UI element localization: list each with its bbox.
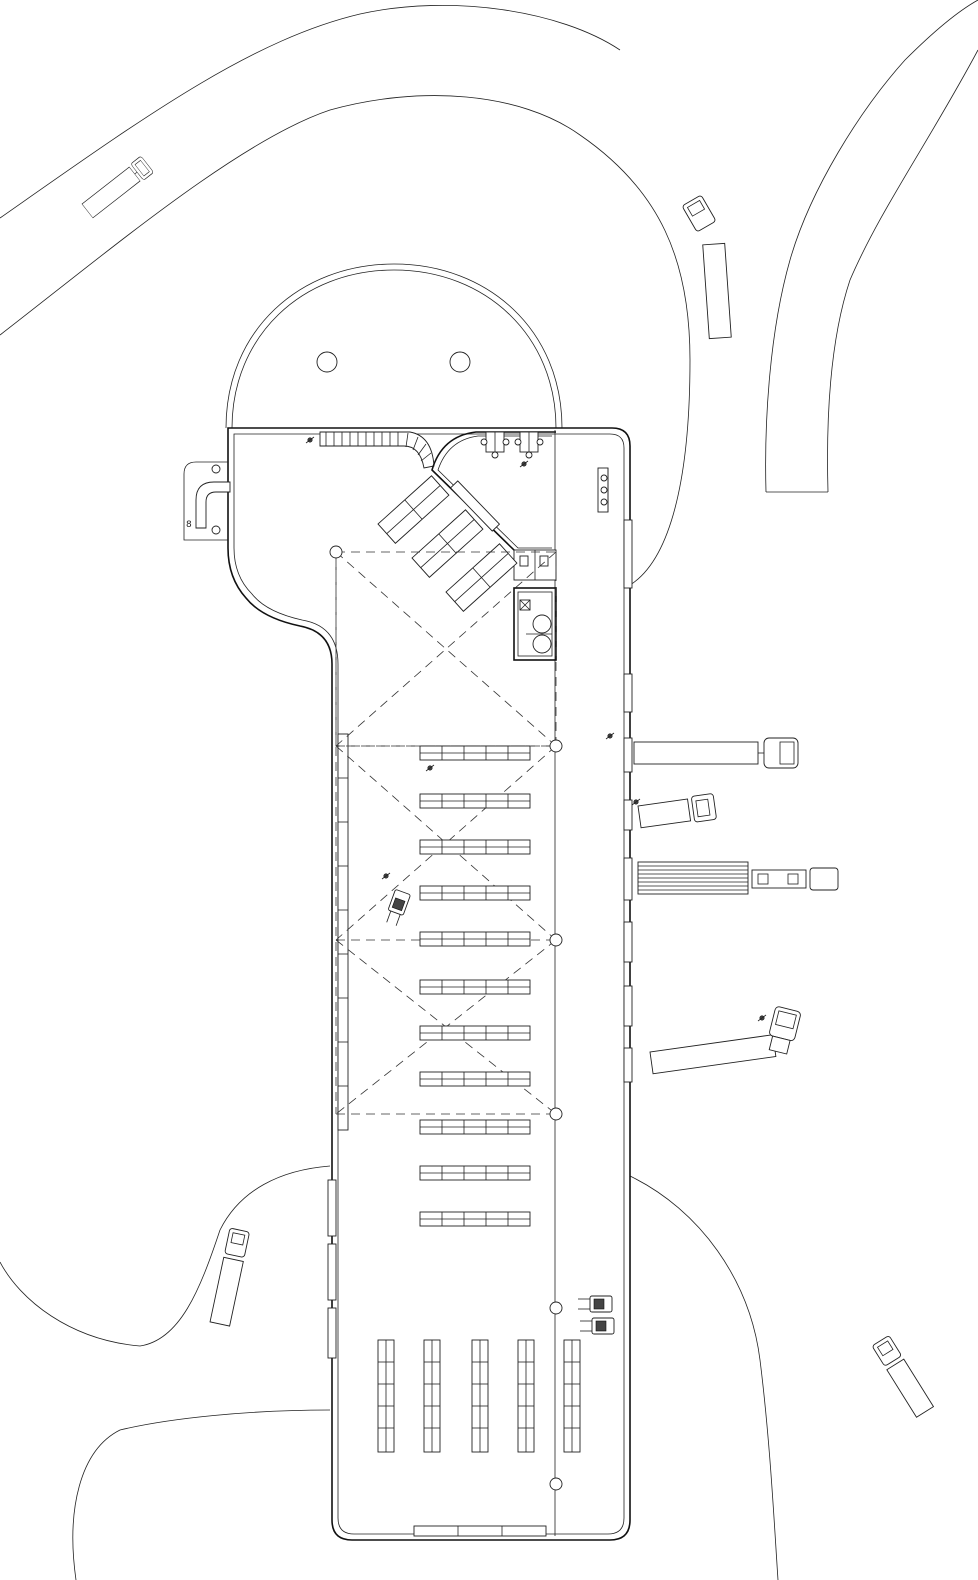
office-area (431, 431, 556, 553)
stair-mark: 8 (186, 520, 192, 530)
pallet-racks-vertical (377, 1339, 581, 1453)
left-shelving-strip (337, 733, 349, 1131)
entrance-vestibule: 8 (183, 461, 231, 541)
docked-trucks (633, 737, 839, 1075)
desk-cluster (480, 431, 544, 459)
flatbed-truck (637, 861, 839, 895)
canopy-dome (225, 263, 563, 429)
forklifts (383, 888, 615, 1335)
utility-block (513, 549, 557, 661)
loading-doors (327, 519, 633, 1359)
reception-counter (597, 467, 609, 513)
road-trucks (80, 155, 935, 1418)
access-road (0, 0, 978, 586)
people (305, 436, 767, 1022)
landscape-lower-left (0, 1165, 331, 1580)
staircase (319, 431, 435, 469)
building-outline (227, 427, 631, 1541)
pallet-racks-horizontal (419, 745, 531, 1227)
landscape-lower-right (629, 1175, 779, 1580)
angled-racks (377, 475, 518, 612)
